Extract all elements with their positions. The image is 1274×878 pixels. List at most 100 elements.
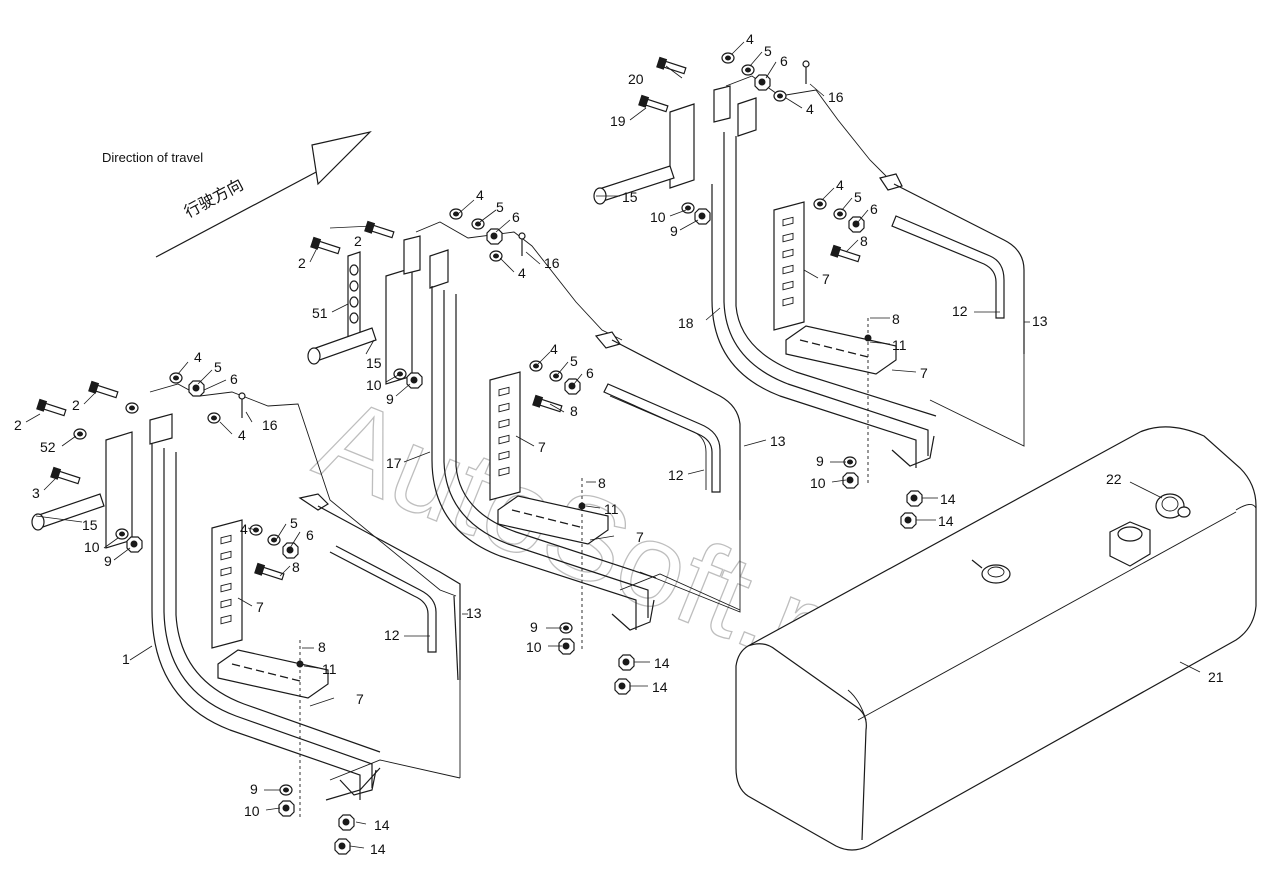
- callout-8: 8: [598, 475, 606, 491]
- callout-8: 8: [892, 311, 900, 327]
- fuel-sender-unit: [981, 564, 1011, 584]
- callout-6: 6: [512, 209, 520, 225]
- callout-10: 10: [650, 209, 666, 225]
- callout-1: 1: [122, 651, 130, 667]
- callout-4: 4: [476, 187, 484, 203]
- callout-2: 2: [298, 255, 306, 271]
- callout-9: 9: [670, 223, 678, 239]
- rubber-strip-right: [891, 215, 1005, 319]
- callout-7: 7: [356, 691, 364, 707]
- callout-2: 2: [14, 417, 22, 433]
- callout-14: 14: [654, 655, 670, 671]
- callout-13: 13: [1032, 313, 1048, 329]
- callout-5: 5: [854, 189, 862, 205]
- direction-arrow-head: [311, 130, 372, 186]
- callout-10: 10: [84, 539, 100, 555]
- callout-17: 17: [386, 455, 402, 471]
- callout-5: 5: [496, 199, 504, 215]
- callout-7: 7: [538, 439, 546, 455]
- callout-2: 2: [354, 233, 362, 249]
- slot-plate-right: [773, 201, 805, 331]
- callout-4: 4: [194, 349, 202, 365]
- callout-15: 15: [82, 517, 98, 533]
- rubber-strip-left: [329, 545, 437, 653]
- callout-8: 8: [318, 639, 326, 655]
- callout-6: 6: [870, 201, 878, 217]
- callout-6: 6: [230, 371, 238, 387]
- callout-11: 11: [604, 501, 619, 517]
- callout-9: 9: [816, 453, 824, 469]
- callout-4: 4: [238, 427, 246, 443]
- l-strap-right: [711, 184, 917, 468]
- callout-10: 10: [366, 377, 382, 393]
- callout-5: 5: [214, 359, 222, 375]
- slot-plate-middle: [489, 371, 521, 501]
- callout-12: 12: [952, 303, 968, 319]
- hanger-plate-right: [669, 103, 695, 189]
- callout-7: 7: [256, 599, 264, 615]
- callout-7: 7: [636, 529, 644, 545]
- callout-9: 9: [386, 391, 394, 407]
- callout-4: 4: [746, 31, 754, 47]
- callout-labels-middle: 2 2 51 15 10 9 4 5 6 16 4 4 5 6 8 7 17 1…: [298, 187, 786, 695]
- callout-52: 52: [40, 439, 56, 455]
- side-rail-middle: [611, 339, 741, 520]
- callout-7: 7: [920, 365, 928, 381]
- callout-16: 16: [828, 89, 844, 105]
- callout-labels-tank: 22 21: [1106, 471, 1224, 685]
- bracket-assembly-left: [31, 372, 461, 855]
- callout-10: 10: [244, 803, 260, 819]
- callout-6: 6: [780, 53, 788, 69]
- l-strap-middle: [431, 286, 637, 630]
- callout-5: 5: [290, 515, 298, 531]
- bracket-assembly-right: [593, 52, 1025, 529]
- slot-plate-left: [211, 519, 243, 649]
- callout-9: 9: [250, 781, 258, 797]
- callout-11: 11: [892, 337, 907, 353]
- callout-15: 15: [366, 355, 382, 371]
- callout-20: 20: [628, 71, 644, 87]
- callout-10: 10: [810, 475, 826, 491]
- callout-13: 13: [770, 433, 786, 449]
- leader-lines: [25, 41, 1201, 849]
- callout-14: 14: [374, 817, 390, 833]
- callout-labels-left: 1 2 2 3 52 4 5 6 16 4 15 10 9 4 5 6 8 7 …: [14, 349, 482, 857]
- callout-11: 11: [322, 661, 337, 677]
- callout-labels-right: 4 5 6 20 16 4 19 15 10 9 4 5 6 8 7 18 12…: [610, 31, 1048, 529]
- callout-6: 6: [306, 527, 314, 543]
- callout-2: 2: [72, 397, 80, 413]
- callout-14: 14: [652, 679, 668, 695]
- hanger-plate-middle: [385, 267, 413, 385]
- direction-of-travel: Direction of travel 行驶方向: [102, 130, 372, 258]
- callout-21: 21: [1208, 669, 1224, 685]
- callout-12: 12: [384, 627, 400, 643]
- callout-4: 4: [836, 177, 844, 193]
- callout-51: 51: [312, 305, 328, 321]
- callout-5: 5: [764, 43, 772, 59]
- callout-14: 14: [938, 513, 954, 529]
- floor-plate-right: [785, 325, 897, 375]
- side-rail-right: [893, 183, 1025, 354]
- callout-8: 8: [860, 233, 868, 249]
- callout-4: 4: [806, 101, 814, 117]
- callout-16: 16: [262, 417, 278, 433]
- callout-4: 4: [240, 521, 248, 537]
- bracket-assembly-middle: [307, 208, 741, 695]
- callout-3: 3: [32, 485, 40, 501]
- side-rail-left: [317, 505, 461, 680]
- direction-arrow-shaft: [155, 169, 321, 258]
- direction-label-en: Direction of travel: [102, 150, 203, 165]
- fuel-tank: [459, 354, 1257, 851]
- rubber-strip-middle: [603, 383, 721, 493]
- callout-19: 19: [610, 113, 626, 129]
- callout-10: 10: [526, 639, 542, 655]
- callout-12: 12: [668, 467, 684, 483]
- callout-14: 14: [940, 491, 956, 507]
- callout-8: 8: [292, 559, 300, 575]
- callout-7: 7: [822, 271, 830, 287]
- callout-18: 18: [678, 315, 694, 331]
- callout-15: 15: [622, 189, 638, 205]
- callout-13: 13: [466, 605, 482, 621]
- callout-4: 4: [550, 341, 558, 357]
